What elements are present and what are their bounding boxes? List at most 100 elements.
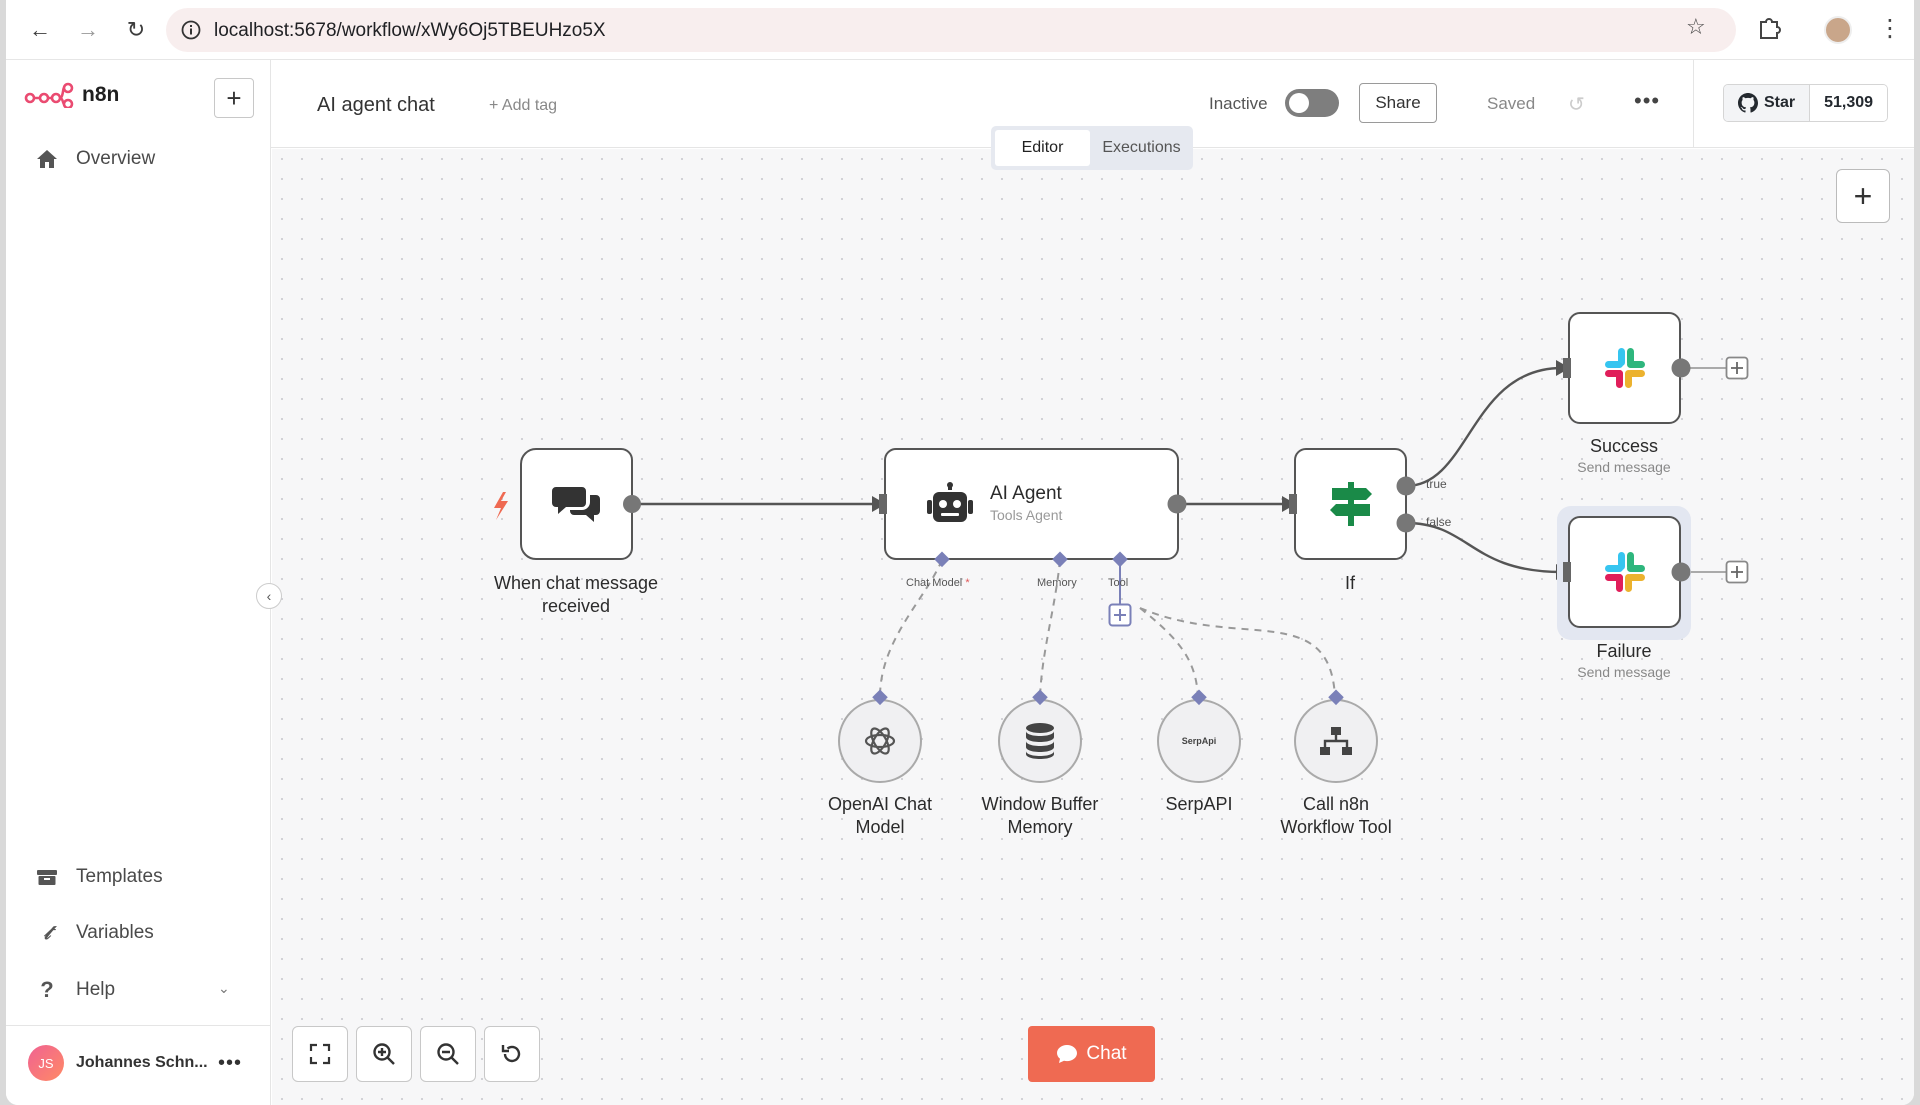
input-port[interactable] bbox=[1560, 562, 1574, 582]
sidebar-item-label: Templates bbox=[76, 866, 163, 887]
url-text: localhost:5678/workflow/xWy6Oj5TBEUHzo5X bbox=[214, 20, 606, 41]
zoom-out-button[interactable] bbox=[420, 1026, 476, 1082]
fit-view-button[interactable] bbox=[292, 1026, 348, 1082]
chat-model-port[interactable] bbox=[932, 550, 952, 570]
undo-icon bbox=[501, 1045, 521, 1063]
output-port[interactable] bbox=[622, 494, 642, 514]
browser-menu-icon[interactable]: ⋮ bbox=[1878, 15, 1902, 42]
node-failure[interactable] bbox=[1568, 516, 1681, 628]
chat-model-port-label: Chat Model * bbox=[906, 577, 970, 589]
memory-port[interactable] bbox=[1050, 550, 1070, 570]
chat-button-label: Chat bbox=[1086, 1043, 1127, 1064]
github-icon bbox=[1738, 93, 1758, 113]
reload-icon[interactable]: ↻ bbox=[126, 17, 146, 42]
agent-title: AI Agent bbox=[990, 483, 1062, 504]
add-next-node-button[interactable] bbox=[1725, 560, 1749, 584]
database-icon bbox=[1026, 723, 1054, 759]
divider bbox=[1693, 60, 1694, 148]
github-star-button[interactable]: Star bbox=[1724, 85, 1811, 121]
collapse-sidebar-button[interactable]: ‹ bbox=[256, 583, 282, 609]
tool-port[interactable] bbox=[1110, 550, 1130, 570]
chat-button[interactable]: Chat bbox=[1028, 1026, 1155, 1082]
sidebar-item-help[interactable]: ? Help bbox=[36, 977, 115, 1002]
node-if[interactable] bbox=[1294, 448, 1407, 560]
more-options-icon[interactable]: ••• bbox=[1634, 88, 1661, 113]
sub-node-port[interactable] bbox=[1030, 688, 1050, 708]
chevron-down-icon[interactable]: ⌄ bbox=[218, 980, 230, 996]
false-output-port[interactable] bbox=[1395, 512, 1417, 534]
output-port[interactable] bbox=[1670, 561, 1692, 583]
sub-node-port[interactable] bbox=[1326, 688, 1346, 708]
home-icon bbox=[36, 148, 58, 170]
node-call-workflow-tool[interactable] bbox=[1294, 699, 1378, 783]
input-port[interactable] bbox=[1286, 494, 1300, 514]
robot-icon bbox=[927, 482, 973, 522]
github-star-count[interactable]: 51,309 bbox=[1810, 85, 1888, 121]
history-icon[interactable]: ↺ bbox=[1568, 94, 1585, 116]
true-branch-label: true bbox=[1426, 477, 1447, 491]
github-star-widget[interactable]: Star 51,309 bbox=[1723, 84, 1889, 122]
success-subtitle: Send message bbox=[1577, 459, 1671, 475]
sidebar-item-templates[interactable]: Templates bbox=[36, 866, 163, 888]
add-tag-button[interactable]: + Add tag bbox=[489, 97, 558, 114]
sidebar-item-label: Variables bbox=[76, 922, 154, 943]
serpapi-label: SerpAPI bbox=[1165, 794, 1233, 814]
success-label: Success bbox=[1589, 436, 1659, 456]
variable-icon: 𝓉 bbox=[43, 921, 51, 944]
sidebar-item-label: Overview bbox=[76, 148, 156, 169]
node-window-buffer-memory[interactable] bbox=[998, 699, 1082, 783]
fullscreen-icon bbox=[309, 1043, 331, 1065]
info-icon[interactable] bbox=[180, 19, 202, 41]
slack-icon bbox=[1604, 552, 1645, 592]
avatar: JS bbox=[28, 1045, 64, 1081]
workflow-title[interactable]: AI agent chat bbox=[317, 94, 435, 116]
back-icon[interactable]: ← bbox=[29, 17, 51, 42]
sub-node-port[interactable] bbox=[870, 688, 890, 708]
tab-executions[interactable]: Executions bbox=[1102, 139, 1181, 156]
user-menu[interactable]: JS Johannes Schn... bbox=[28, 1045, 208, 1081]
add-node-button[interactable]: + bbox=[1836, 169, 1890, 223]
share-button[interactable]: Share bbox=[1359, 83, 1437, 123]
input-port[interactable] bbox=[876, 494, 890, 514]
node-success[interactable] bbox=[1568, 312, 1681, 424]
output-port[interactable] bbox=[1670, 357, 1692, 379]
add-tool-button[interactable] bbox=[1108, 603, 1132, 627]
browser-toolbar: ← → ↻ localhost:5678/workflow/xWy6Oj5TBE… bbox=[6, 0, 1914, 60]
sub-node-port[interactable] bbox=[1189, 688, 1209, 708]
extensions-icon[interactable] bbox=[1756, 14, 1782, 42]
user-more-icon[interactable]: ••• bbox=[218, 1052, 243, 1074]
bookmark-star-icon[interactable]: ☆ bbox=[1686, 14, 1706, 39]
true-output-port[interactable] bbox=[1395, 475, 1417, 497]
node-openai-chat-model[interactable] bbox=[838, 699, 922, 783]
reset-zoom-button[interactable] bbox=[484, 1026, 540, 1082]
sidebar-item-variables[interactable]: 𝓉 Variables bbox=[36, 922, 154, 944]
trigger-label: When chat message received bbox=[493, 573, 659, 616]
n8n-logo[interactable]: n8n bbox=[24, 82, 119, 108]
forward-icon[interactable]: → bbox=[77, 17, 99, 42]
node-chat-trigger[interactable] bbox=[520, 448, 633, 560]
zoom-in-icon bbox=[373, 1043, 395, 1065]
chat-icon bbox=[1057, 1045, 1078, 1063]
add-next-node-button[interactable] bbox=[1725, 356, 1749, 380]
output-port[interactable] bbox=[1166, 494, 1188, 516]
profile-avatar[interactable] bbox=[1824, 16, 1852, 44]
if-label: If bbox=[1344, 573, 1355, 593]
zoom-in-button[interactable] bbox=[356, 1026, 412, 1082]
sidebar-item-overview[interactable]: Overview bbox=[36, 148, 155, 170]
user-name: Johannes Schn... bbox=[76, 1054, 208, 1071]
false-branch-label: false bbox=[1426, 515, 1452, 529]
input-port[interactable] bbox=[1560, 358, 1574, 378]
divider bbox=[6, 1025, 271, 1026]
view-tabs: Editor Executions bbox=[991, 126, 1193, 170]
create-new-button[interactable]: + bbox=[214, 78, 254, 118]
address-bar[interactable]: localhost:5678/workflow/xWy6Oj5TBEUHzo5X bbox=[166, 8, 1736, 52]
tab-editor[interactable]: Editor bbox=[995, 130, 1090, 166]
node-serpapi[interactable]: SerpApi bbox=[1157, 699, 1241, 783]
serpapi-logo: SerpApi bbox=[1181, 736, 1217, 746]
active-toggle[interactable] bbox=[1285, 89, 1339, 117]
agent-subtitle: Tools Agent bbox=[990, 507, 1063, 523]
failure-subtitle: Send message bbox=[1577, 664, 1671, 680]
status-label: Inactive bbox=[1209, 94, 1268, 113]
